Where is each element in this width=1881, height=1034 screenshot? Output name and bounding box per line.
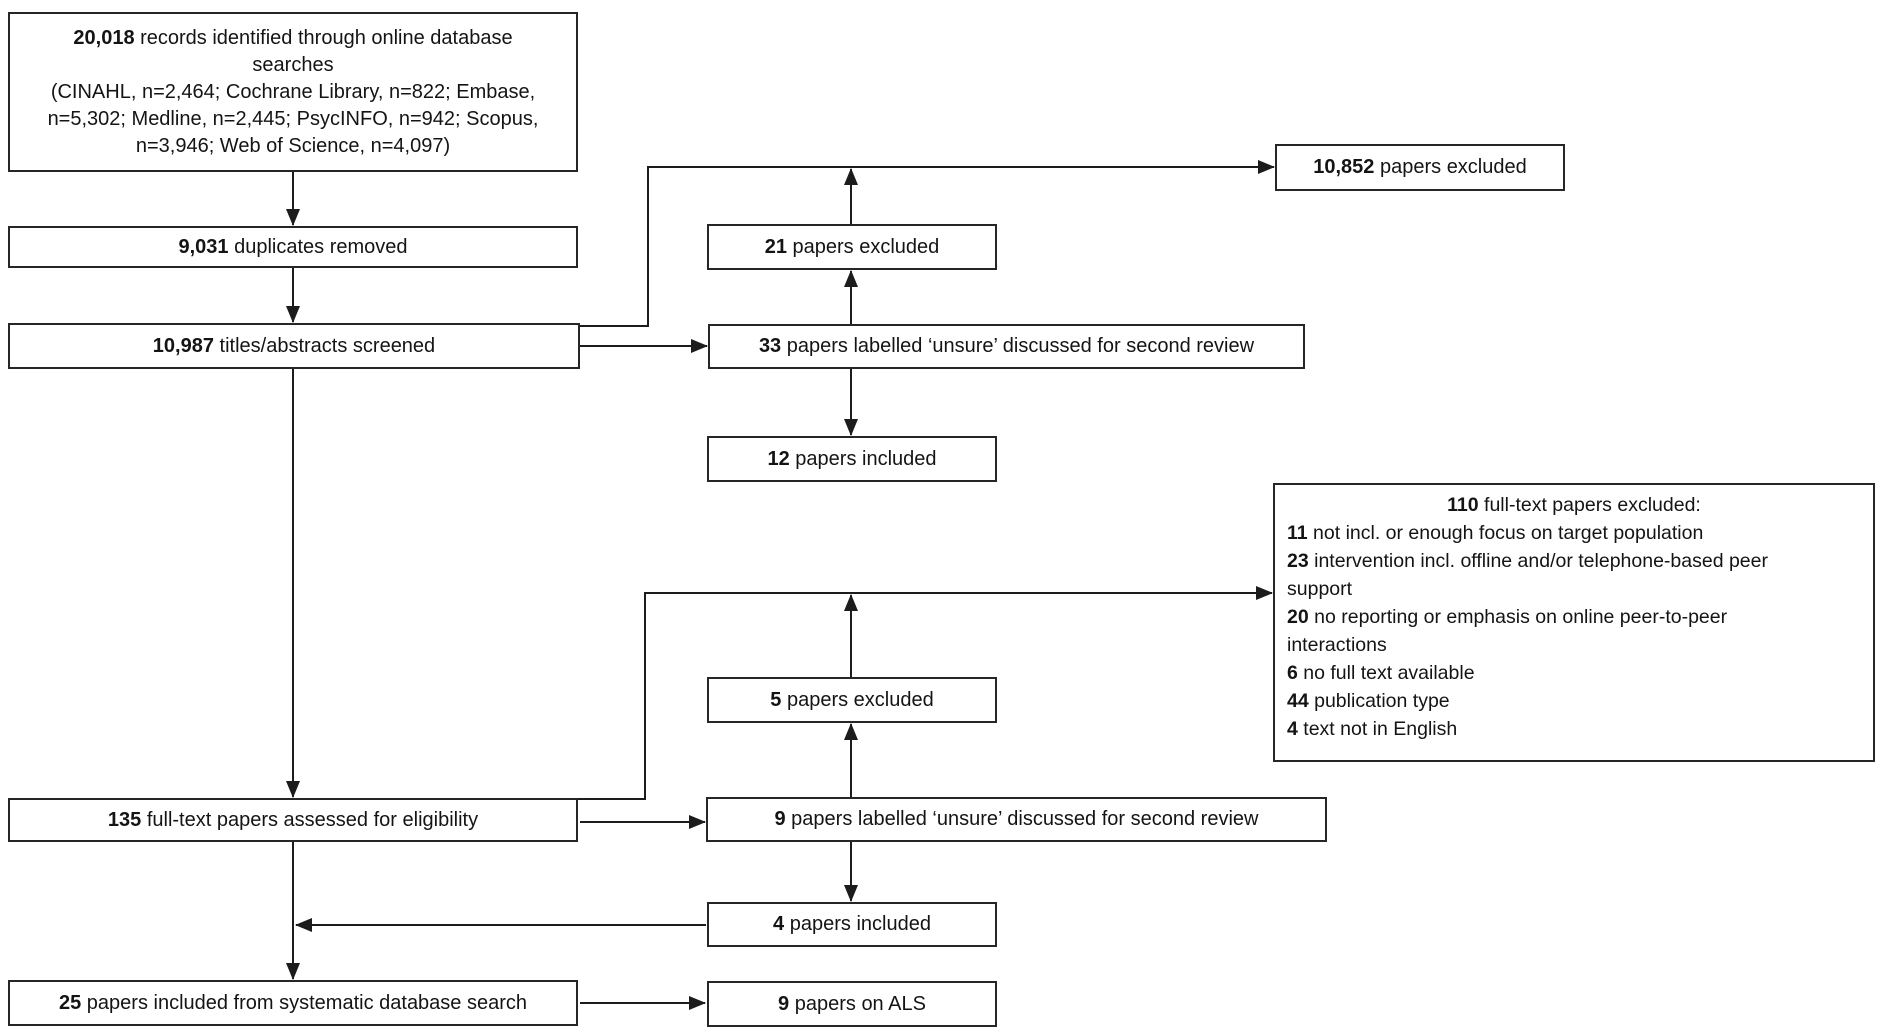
box-9-papers-als: 9 papers on ALS <box>707 981 997 1027</box>
records-text: searches <box>252 54 334 76</box>
reason-count: 20 <box>1287 606 1309 628</box>
unsure9-text: papers labelled ‘unsure’ discussed for s… <box>785 808 1259 830</box>
fulltext-excluded-heading: 110 full-text papers excluded: <box>1287 491 1861 519</box>
box-5-papers-excluded: 5 papers excluded <box>707 677 997 723</box>
box-21-papers-excluded: 21 papers excluded <box>707 224 997 270</box>
records-text: records identified through online databa… <box>134 27 513 49</box>
records-identified-line: (CINAHL, n=2,464; Cochrane Library, n=82… <box>10 79 576 106</box>
exclusion-reason: 6 no full text available <box>1287 659 1861 687</box>
unsure33-text: papers labelled ‘unsure’ discussed for s… <box>781 335 1255 357</box>
box-label: 9,031 duplicates removed <box>178 235 407 260</box>
box-label: 5 papers excluded <box>770 688 933 713</box>
unsure33-count: 33 <box>758 335 782 357</box>
included4-count: 4 <box>773 913 785 935</box>
included25-text: papers included from systematic database… <box>81 991 528 1014</box>
box-25-papers-included: 25 papers included from systematic datab… <box>8 980 578 1026</box>
excluded21-count: 21 <box>764 235 787 258</box>
reason-count: 4 <box>1287 718 1298 740</box>
reason-text: text not in English <box>1297 718 1458 740</box>
reason-text: interactions <box>1287 634 1387 656</box>
reason-count: 6 <box>1287 662 1298 684</box>
assessed-count: 135 <box>107 808 142 831</box>
records-text: n=3,946; Web of Science, n=4,097) <box>135 135 451 157</box>
duplicates-text: duplicates removed <box>228 235 408 258</box>
box-9-unsure-second-review: 9 papers labelled ‘unsure’ discussed for… <box>706 797 1327 842</box>
exclusion-reason: 44 publication type <box>1287 687 1861 715</box>
included12-count: 12 <box>767 447 790 470</box>
box-titles-abstracts-screened: 10,987 titles/abstracts screened <box>8 323 580 369</box>
records-identified-line: 20,018 records identified through online… <box>10 25 576 52</box>
box-papers-excluded-titles: 10,852 papers excluded <box>1275 144 1565 191</box>
box-label: 10,987 titles/abstracts screened <box>153 334 435 359</box>
screened-text: titles/abstracts screened <box>213 334 436 357</box>
reason-count: 23 <box>1287 550 1309 572</box>
fulltext-excluded-text: full-text papers excluded: <box>1478 494 1701 516</box>
box-fulltext-excluded-reasons: 110 full-text papers excluded: 11 not in… <box>1273 483 1875 762</box>
box-33-unsure-second-review: 33 papers labelled ‘unsure’ discussed fo… <box>708 324 1305 369</box>
screened-count: 10,987 <box>152 334 214 357</box>
reason-count: 44 <box>1287 690 1309 712</box>
box-label: 25 papers included from systematic datab… <box>59 991 527 1016</box>
box-label: 4 papers included <box>773 912 931 937</box>
duplicates-count: 9,031 <box>178 235 229 258</box>
reason-text: intervention incl. offline and/or teleph… <box>1308 550 1768 572</box>
records-identified-line: n=3,946; Web of Science, n=4,097) <box>10 133 576 160</box>
reason-text: no reporting or emphasis on online peer-… <box>1308 606 1728 628</box>
included25-count: 25 <box>58 991 82 1014</box>
excluded5-text: papers excluded <box>781 688 934 711</box>
arrow-assessed-to-fulltext-excluded <box>578 586 1273 800</box>
exclusion-reason: 11 not incl. or enough focus on target p… <box>1287 519 1861 547</box>
als9-text: papers on ALS <box>789 992 926 1015</box>
exclusion-reason: support <box>1287 575 1861 603</box>
exclusion-reason: interactions <box>1287 631 1861 659</box>
fulltext-excluded-count: 110 <box>1447 494 1479 516</box>
box-label: 9 papers on ALS <box>778 992 926 1017</box>
reason-text: no full text available <box>1297 662 1475 684</box>
box-records-identified: 20,018 records identified through online… <box>8 12 578 172</box>
box-4-papers-included: 4 papers included <box>707 902 997 947</box>
assessed-text: full-text papers assessed for eligibilit… <box>141 808 479 831</box>
box-label: 12 papers included <box>767 447 936 472</box>
box-label: 135 full-text papers assessed for eligib… <box>108 808 478 833</box>
excluded5-count: 5 <box>770 688 782 711</box>
excluded-titles-count: 10,852 <box>1313 156 1375 178</box>
box-label: 33 papers labelled ‘unsure’ discussed fo… <box>759 334 1254 359</box>
included4-text: papers included <box>784 913 931 935</box>
records-identified-line: n=5,302; Medline, n=2,445; PsycINFO, n=9… <box>10 106 576 133</box>
reason-text: not incl. or enough focus on target popu… <box>1307 522 1704 544</box>
exclusion-reason: 20 no reporting or emphasis on online pe… <box>1287 603 1861 631</box>
excluded21-text: papers excluded <box>786 235 940 258</box>
box-label: 10,852 papers excluded <box>1313 155 1527 180</box>
unsure9-count: 9 <box>774 808 786 830</box>
records-text: n=5,302; Medline, n=2,445; PsycINFO, n=9… <box>47 108 539 130</box>
box-duplicates-removed: 9,031 duplicates removed <box>8 226 578 268</box>
als9-count: 9 <box>778 992 790 1015</box>
records-identified-line: searches <box>10 52 576 79</box>
included12-text: papers included <box>789 447 937 470</box>
excluded-titles-text: papers excluded <box>1374 156 1527 178</box>
records-count: 20,018 <box>73 27 135 49</box>
box-135-fulltext-assessed: 135 full-text papers assessed for eligib… <box>8 798 578 842</box>
box-label: 9 papers labelled ‘unsure’ discussed for… <box>775 807 1259 832</box>
reason-text: publication type <box>1308 690 1450 712</box>
exclusion-reason: 23 intervention incl. offline and/or tel… <box>1287 547 1861 575</box>
reason-text: support <box>1287 578 1353 600</box>
arrow-screened-to-excluded10852 <box>579 160 1275 327</box>
reason-count: 11 <box>1287 522 1308 544</box>
box-12-papers-included: 12 papers included <box>707 436 997 482</box>
box-label: 21 papers excluded <box>765 235 940 260</box>
exclusion-reason: 4 text not in English <box>1287 715 1861 743</box>
records-text: (CINAHL, n=2,464; Cochrane Library, n=82… <box>50 81 536 103</box>
